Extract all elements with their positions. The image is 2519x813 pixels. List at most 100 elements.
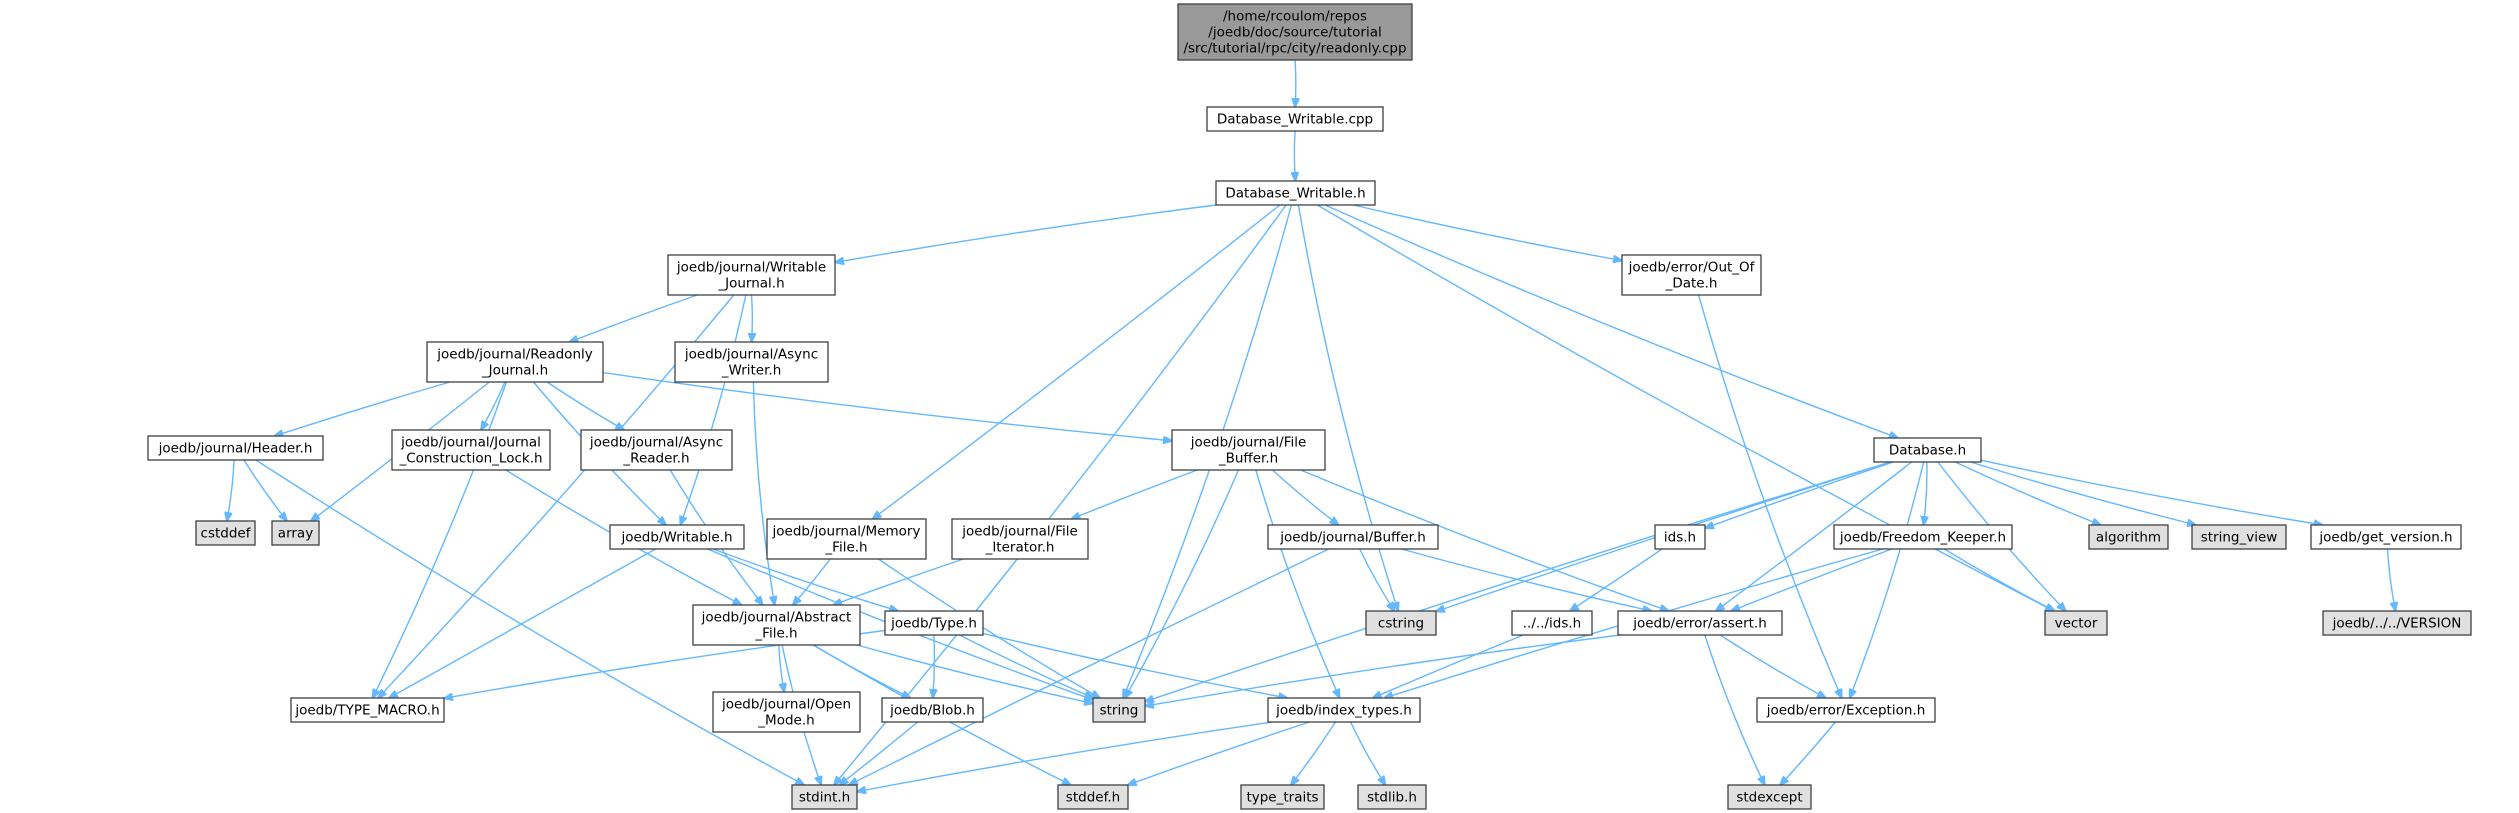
node-box-memory_file[interactable] <box>766 518 927 560</box>
node-box-index_types[interactable] <box>1267 697 1421 723</box>
edge-database_h-to-ids_h <box>1705 461 1894 528</box>
node-label-readonly_journal-line-0: joedb/journal/Readonly <box>436 346 593 362</box>
edge-assert_h-to-exception_h <box>1719 634 1826 698</box>
edge-ids_h-to-ids_rel <box>1570 548 1663 611</box>
node-label-type_macro-line-0: joedb/TYPE_MACRO.h <box>294 702 439 718</box>
node-label-vector-line-0: vector <box>2055 615 2098 631</box>
node-label-stdexcept-line-0: stdexcept <box>1736 789 1802 805</box>
edge-database_h-to-freedom_keeper <box>1924 461 1927 525</box>
node-database_h[interactable]: Database.h <box>1873 437 1982 463</box>
node-type_h[interactable]: joedb/Type.h <box>884 610 984 636</box>
node-label-open_mode-line-0: joedb/journal/Open <box>721 696 851 712</box>
nodes-layer: /home/rcoulom/repos/joedb/doc/source/tut… <box>147 3 2472 810</box>
node-assert_h[interactable]: joedb/error/assert.h <box>1617 610 1783 636</box>
node-box-dw_cpp[interactable] <box>1206 106 1384 132</box>
node-box-async_writer[interactable] <box>674 341 829 383</box>
edge-readonly_journal-to-construction_lock <box>481 381 506 430</box>
edge-abstract_file-to-string <box>856 644 1093 704</box>
node-root[interactable]: /home/rcoulom/repos/joedb/doc/source/tut… <box>1177 3 1413 61</box>
node-ids_rel[interactable]: ../../ids.h <box>1511 610 1593 636</box>
node-readonly_journal[interactable]: joedb/journal/Readonly_Journal.h <box>426 341 604 383</box>
node-box-async_reader[interactable] <box>580 429 733 471</box>
edge-writable_journal-to-async_writer <box>752 294 753 342</box>
node-get_version[interactable]: joedb/get_version.h <box>2310 524 2462 550</box>
node-box-root[interactable] <box>1177 3 1413 61</box>
node-memory_file[interactable]: joedb/journal/Memory_File.h <box>766 518 927 560</box>
edge-file_buffer-to-string <box>1125 469 1240 698</box>
node-label-async_writer-line-0: joedb/journal/Async <box>684 346 818 362</box>
node-box-blob_h[interactable] <box>881 697 984 723</box>
node-box-cstring <box>1365 610 1437 636</box>
node-label-stdlib-line-0: stdlib.h <box>1367 789 1417 805</box>
node-label-string-line-0: string <box>1100 702 1139 718</box>
node-blob_h[interactable]: joedb/Blob.h <box>881 697 984 723</box>
node-box-abstract_file[interactable] <box>692 604 861 646</box>
node-label-open_mode-line-1: _Mode.h <box>757 712 814 728</box>
node-out_of_date[interactable]: joedb/error/Out_Of_Date.h <box>1621 254 1762 296</box>
node-label-writable_journal-line-1: _Journal.h <box>717 275 784 291</box>
edge-file_buffer-to-file_iterator <box>1071 469 1198 519</box>
node-label-async_reader-line-1: _Reader.h <box>622 450 689 466</box>
node-file_iterator[interactable]: joedb/journal/File_Iterator.h <box>951 518 1089 560</box>
node-stddef: stddef.h <box>1057 784 1129 810</box>
node-box-readonly_journal[interactable] <box>426 341 604 383</box>
node-box-writable_journal[interactable] <box>667 254 836 296</box>
node-box-construction_lock[interactable] <box>391 429 551 471</box>
edge-abstract_file-to-open_mode <box>778 644 784 692</box>
node-box-writable_h[interactable] <box>609 524 745 550</box>
node-label-root-line-1: /joedb/doc/source/tutorial <box>1208 24 1381 40</box>
node-box-database_h[interactable] <box>1873 437 1982 463</box>
edge-writable_journal-to-writable_h <box>680 294 747 525</box>
edge-database_h-to-string_view <box>1970 461 2197 525</box>
node-box-header[interactable] <box>147 435 324 461</box>
node-freedom_keeper[interactable]: joedb/Freedom_Keeper.h <box>1833 524 2013 550</box>
node-box-ids_h[interactable] <box>1654 524 1706 550</box>
node-label-exception_h-line-0: joedb/error/Exception.h <box>1766 702 1926 718</box>
node-box-stdlib <box>1357 784 1427 810</box>
node-box-file_iterator[interactable] <box>951 518 1089 560</box>
edge-memory_file-to-abstract_file <box>793 558 831 605</box>
node-label-writable_journal-line-0: joedb/journal/Writable <box>676 259 826 275</box>
node-box-freedom_keeper[interactable] <box>1833 524 2013 550</box>
edge-dw_h-to-memory_file <box>873 204 1281 519</box>
node-box-buffer_h[interactable] <box>1267 524 1439 550</box>
node-ids_h[interactable]: ids.h <box>1654 524 1706 550</box>
node-label-file_buffer-line-0: joedb/journal/File <box>1190 434 1307 450</box>
node-open_mode[interactable]: joedb/journal/Open_Mode.h <box>712 691 861 733</box>
edge-file_iterator-to-abstract_file <box>833 558 964 605</box>
node-async_writer[interactable]: joedb/journal/Async_Writer.h <box>674 341 829 383</box>
node-label-construction_lock-line-1: _Construction_Lock.h <box>398 450 542 466</box>
node-box-out_of_date[interactable] <box>1621 254 1762 296</box>
edge-type_h-to-blob_h <box>933 634 935 698</box>
node-buffer_h[interactable]: joedb/journal/Buffer.h <box>1267 524 1439 550</box>
node-async_reader[interactable]: joedb/journal/Async_Reader.h <box>580 429 733 471</box>
node-box-file_buffer[interactable] <box>1171 429 1326 471</box>
node-label-header-line-0: joedb/journal/Header.h <box>158 440 313 456</box>
node-box-open_mode[interactable] <box>712 691 861 733</box>
node-dw_h[interactable]: Database_Writable.h <box>1215 180 1376 206</box>
node-label-root-line-2: /src/tutorial/rpc/city/readonly.cpp <box>1183 40 1406 56</box>
node-box-dw_h[interactable] <box>1215 180 1376 206</box>
node-box-ids_rel[interactable] <box>1511 610 1593 636</box>
node-box-exception_h[interactable] <box>1756 697 1936 723</box>
node-dw_cpp[interactable]: Database_Writable.cpp <box>1206 106 1384 132</box>
node-header[interactable]: joedb/journal/Header.h <box>147 435 324 461</box>
node-file_buffer[interactable]: joedb/journal/File_Buffer.h <box>1171 429 1326 471</box>
node-construction_lock[interactable]: joedb/journal/Journal_Construction_Lock.… <box>391 429 551 471</box>
edge-database_h-to-exception_h <box>1850 461 1925 698</box>
node-box-type_h[interactable] <box>884 610 984 636</box>
node-label-stddef-line-0: stddef.h <box>1066 789 1120 805</box>
node-index_types[interactable]: joedb/index_types.h <box>1267 697 1421 723</box>
node-type_macro[interactable]: joedb/TYPE_MACRO.h <box>290 697 445 723</box>
edge-get_version-to-version <box>2386 548 2396 611</box>
node-writable_journal[interactable]: joedb/journal/Writable_Journal.h <box>667 254 836 296</box>
node-box-type_macro[interactable] <box>290 697 445 723</box>
node-label-buffer_h-line-0: joedb/journal/Buffer.h <box>1279 529 1426 545</box>
node-box-get_version[interactable] <box>2310 524 2462 550</box>
node-exception_h[interactable]: joedb/error/Exception.h <box>1756 697 1936 723</box>
node-abstract_file[interactable]: joedb/journal/Abstract_File.h <box>692 604 861 646</box>
node-writable_h[interactable]: joedb/Writable.h <box>609 524 745 550</box>
node-cstddef: cstddef <box>195 520 256 546</box>
node-box-assert_h[interactable] <box>1617 610 1783 636</box>
